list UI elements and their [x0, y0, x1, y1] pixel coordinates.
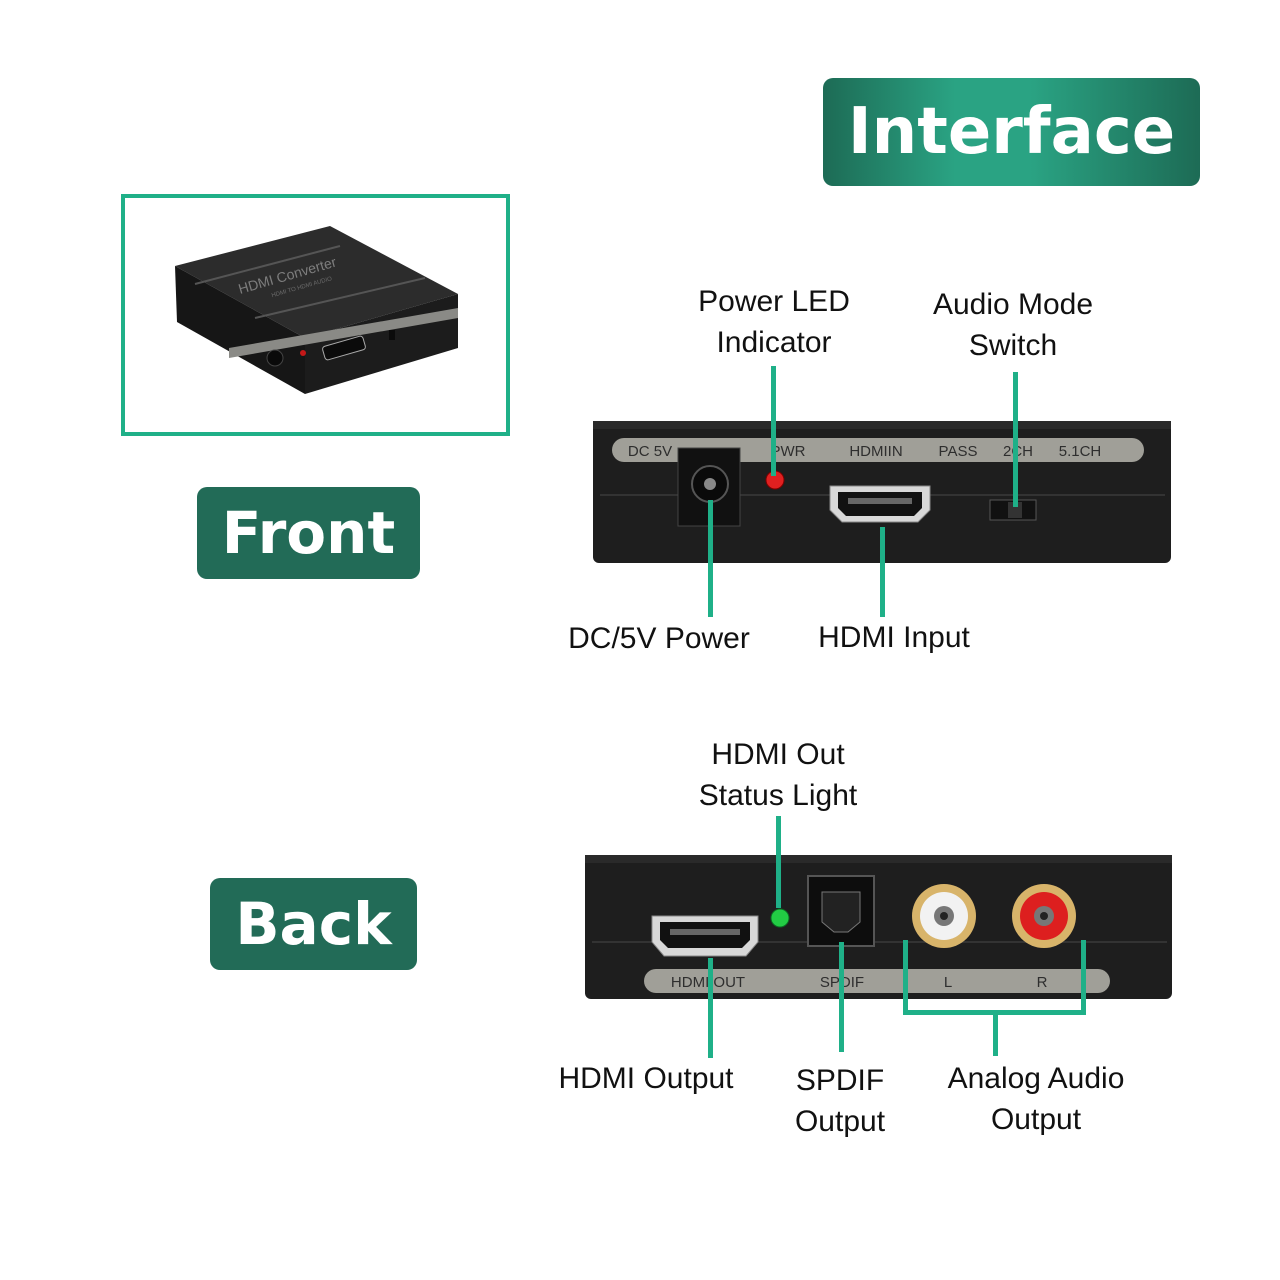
product-photo: HDMI Converter HDMI TO HDMI AUDIO — [175, 226, 458, 394]
spdif-port-icon — [807, 875, 875, 947]
title-badge: Interface — [823, 78, 1200, 186]
front-panel-label-5: 5.1CH — [1059, 443, 1102, 460]
leader-dc-power — [708, 500, 713, 617]
rca-right-icon — [1012, 884, 1076, 948]
hdmi-output-port-icon — [651, 915, 759, 957]
callout-hdmi-input: HDMI Input — [818, 621, 970, 654]
product-photo-frame: HDMI Converter HDMI TO HDMI AUDIO — [121, 194, 510, 436]
leader-analog-stem — [993, 1012, 998, 1056]
leader-analog-right — [1081, 940, 1086, 1014]
callout-spdif-output: SPDIF Output — [794, 1064, 886, 1138]
leader-audio-mode — [1013, 372, 1018, 507]
front-panel-label-4: 2CH — [1003, 443, 1033, 460]
leader-power-led — [771, 366, 776, 476]
front-panel: DC 5V PWR HDMIIN PASS 2CH 5.1CH — [593, 421, 1171, 563]
back-panel-label-3: R — [1037, 974, 1048, 991]
hdmi-status-led-icon — [770, 908, 790, 928]
leader-hdmi-status — [776, 816, 781, 908]
callout-analog-audio: Analog Audio Output — [947, 1062, 1125, 1136]
callout-audio-mode: Audio Mode Switch — [932, 288, 1094, 362]
callout-dc-power: DC/5V Power — [568, 622, 750, 655]
callout-hdmi-output: HDMI Output — [558, 1062, 734, 1095]
leader-spdif — [839, 942, 844, 1052]
front-badge: Front — [197, 487, 420, 579]
callout-hdmi-status: HDMI Out Status Light — [698, 738, 858, 812]
leader-analog-left — [903, 940, 908, 1014]
back-panel-label-2: L — [944, 974, 952, 991]
back-panel: HDMI OUTSPDIFLR — [585, 855, 1172, 999]
back-badge: Back — [210, 878, 417, 970]
rca-left-icon — [912, 884, 976, 948]
front-panel-label-2: HDMIIN — [849, 443, 902, 460]
front-panel-label-1: PWR — [771, 443, 806, 460]
leader-hdmi-input — [880, 527, 885, 617]
leader-hdmi-output — [708, 958, 713, 1058]
callout-power-led: Power LED Indicator — [698, 285, 850, 359]
front-panel-label-0: DC 5V — [628, 443, 672, 460]
front-panel-label-3: PASS — [939, 443, 978, 460]
hdmi-input-port-icon — [829, 485, 931, 523]
